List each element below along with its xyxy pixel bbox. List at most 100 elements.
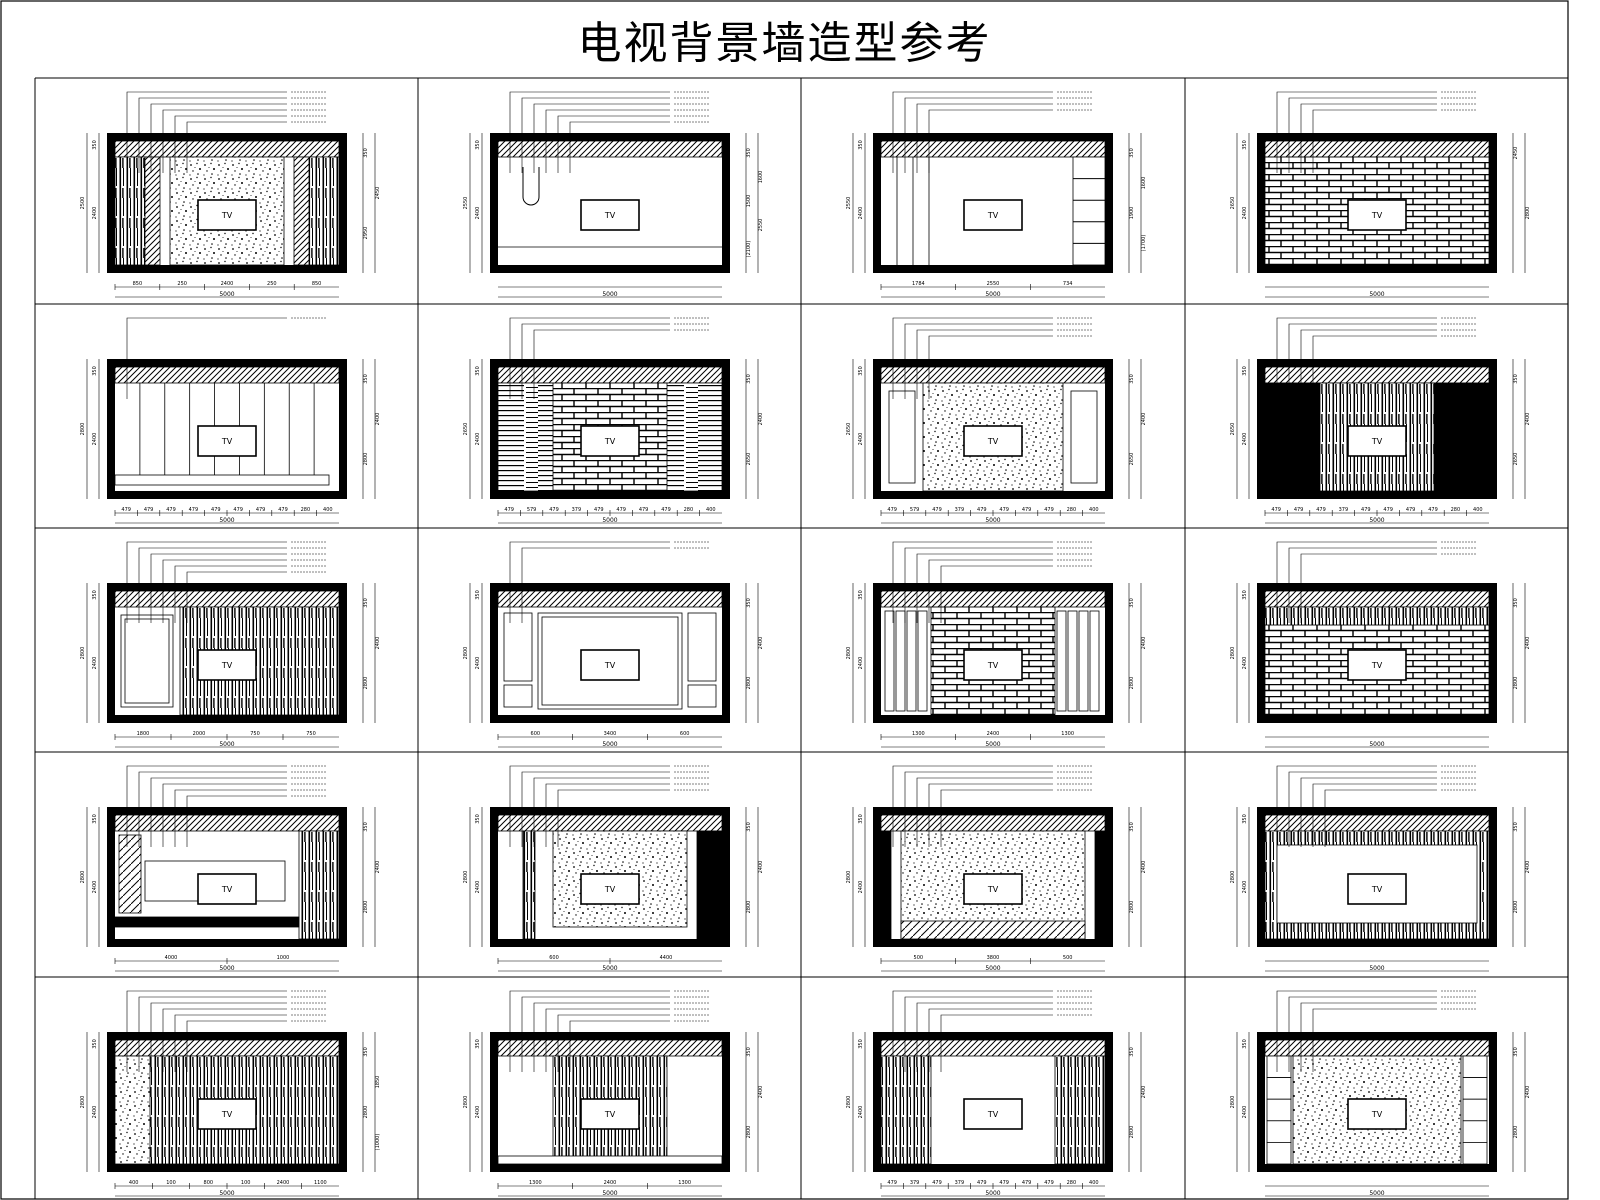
base-line <box>497 1155 723 1165</box>
dimension-text-bottom: 1300 <box>678 1180 691 1186</box>
dimension-text-right: 2800 <box>1129 901 1135 914</box>
dimension-text-right: 1850 <box>375 1076 381 1089</box>
dimension-text-right: (1700) <box>1141 235 1147 252</box>
dimension-text-bottom: 1300 <box>912 731 925 737</box>
dimension-text-left: 2400 <box>1242 657 1248 670</box>
ceiling-band <box>880 1039 1106 1057</box>
dimension-text-right: 1900 <box>1129 207 1135 220</box>
dimension-text-right: 350 <box>363 148 369 158</box>
dimension-text-left: 2400 <box>858 657 864 670</box>
ceiling-band <box>114 1039 340 1057</box>
dimension-text-left: 350 <box>1242 814 1248 824</box>
dimension-text-left: 2800 <box>463 647 469 660</box>
tv-screen <box>580 1098 640 1130</box>
dimension-text-bottom: 280 <box>1067 1180 1077 1186</box>
dimension-text-bottom: 479 <box>166 507 176 513</box>
dimension-text-bottom: 750 <box>250 731 260 737</box>
leader-line <box>892 541 1053 623</box>
dimension-text-left: 2400 <box>858 207 864 220</box>
dimension-text-left: 350 <box>92 590 98 600</box>
dimension-text-bottom: 479 <box>661 507 671 513</box>
dimension-text-left: 350 <box>92 366 98 376</box>
ceiling-band <box>1264 140 1490 158</box>
dark-panel <box>696 830 723 940</box>
leader-line <box>892 317 1053 399</box>
dimension-text-right: 2800 <box>1525 207 1531 220</box>
dimension-text-left: 350 <box>1242 366 1248 376</box>
dimension-text-left: 2500 <box>80 197 86 210</box>
tv-screen <box>1347 873 1407 905</box>
dimension-text-bottom: 479 <box>278 507 288 513</box>
leader-line <box>521 547 670 623</box>
dimension-text-bottom: 2400 <box>987 731 1000 737</box>
dimension-text-right: 350 <box>1129 598 1135 608</box>
tv-screen <box>197 425 257 457</box>
dimension-text-left: 2550 <box>463 197 469 210</box>
leader-line <box>1300 553 1437 623</box>
dimension-total: 5000 <box>602 1190 617 1197</box>
dimension-text-left: 350 <box>92 1039 98 1049</box>
leader-line <box>928 1008 1053 1072</box>
wood-panel <box>298 830 340 940</box>
grid-panel <box>1078 610 1089 712</box>
tv-label: TV <box>987 211 999 220</box>
dimension-text-left: 350 <box>858 140 864 150</box>
dimension-text-left: 350 <box>475 140 481 150</box>
ceiling-band <box>114 590 340 608</box>
dimension-text-left: 2800 <box>1230 647 1236 660</box>
dimension-text-left: 2400 <box>92 433 98 446</box>
leader-line <box>186 121 287 173</box>
leader-line <box>162 783 287 847</box>
leader-line <box>1324 789 1437 847</box>
ceiling-band <box>497 1039 723 1057</box>
leader-line <box>521 97 670 173</box>
dimension-text-bottom: 479 <box>999 507 1009 513</box>
tv-label: TV <box>1371 661 1383 670</box>
tv-label: TV <box>604 885 616 894</box>
ceiling-band <box>497 140 723 158</box>
dimension-text-right: 350 <box>363 1047 369 1057</box>
dimension-text-right: 2400 <box>375 637 381 650</box>
dimension-text-bottom: 3800 <box>987 955 1000 961</box>
dimension-text-right: 2450 <box>1513 147 1519 160</box>
leader-line <box>557 115 670 173</box>
tv-screen <box>580 199 640 231</box>
leader-line <box>1312 109 1437 173</box>
dimension-text-right: 2800 <box>1513 1126 1519 1139</box>
dimension-text-right: 2400 <box>1525 861 1531 874</box>
leader-line <box>916 103 1053 173</box>
dimension-text-right: 350 <box>746 598 752 608</box>
dimension-text-right: 1600 <box>1141 177 1147 190</box>
dimension-text-left: 2400 <box>1242 433 1248 446</box>
leader-line <box>1288 547 1437 623</box>
tv-screen <box>1347 1098 1407 1130</box>
leader-line <box>1276 990 1437 1072</box>
ceiling-band <box>880 814 1106 832</box>
side-frame <box>503 612 533 682</box>
dimension-text-right: 350 <box>1513 374 1519 384</box>
tv-screen <box>197 1098 257 1130</box>
dimension-text-bottom: 479 <box>256 507 266 513</box>
leader-line <box>1300 103 1437 173</box>
grid-panel <box>1462 1098 1488 1122</box>
leader-line <box>1276 317 1437 399</box>
leader-line <box>174 789 287 847</box>
dimension-text-right: 350 <box>1513 598 1519 608</box>
leader-line <box>509 990 670 1072</box>
leader-line <box>138 547 287 623</box>
side-frame <box>687 684 717 708</box>
dimension-text-left: 350 <box>1242 140 1248 150</box>
dimension-text-left: 2400 <box>475 881 481 894</box>
dimension-text-bottom: 400 <box>1473 507 1483 513</box>
dimension-total: 5000 <box>219 517 234 524</box>
leader-line <box>186 1020 287 1072</box>
dimension-text-left: 2800 <box>846 1096 852 1109</box>
grid-panel <box>895 610 906 712</box>
